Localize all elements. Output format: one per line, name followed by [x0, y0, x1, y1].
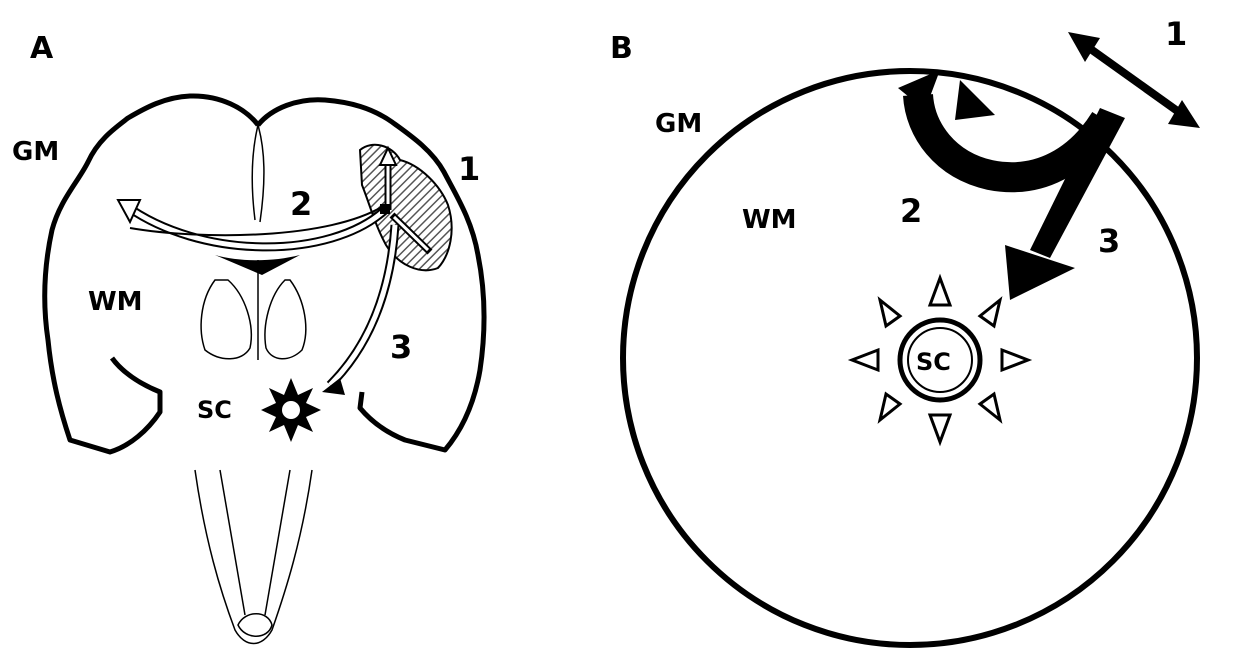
right-basal-ganglia: [265, 280, 306, 359]
panel-a: A: [12, 31, 484, 644]
panel-b-letter: B: [610, 31, 633, 66]
stem-cell-core: [282, 401, 300, 419]
panel-b-route-1-label: 1: [1165, 15, 1187, 53]
panel-a-route-3-label: 3: [390, 328, 412, 366]
panel-b: B GM WM SC 1 2 3: [610, 15, 1200, 645]
route-1-arrowhead-top: [1068, 32, 1100, 62]
panel-b-sc-label: SC: [916, 348, 951, 376]
brainstem-line-right: [265, 470, 290, 615]
left-basal-ganglia: [201, 280, 251, 359]
panel-a-sc-label: SC: [197, 396, 232, 424]
panel-a-wm-label: WM: [88, 287, 143, 317]
lesion-core: [380, 204, 390, 214]
brainstem-outline: [195, 470, 312, 644]
interhemispheric-fissure: [252, 125, 258, 220]
panel-a-route-2-label: 2: [290, 185, 312, 223]
brainstem-line-left: [220, 470, 245, 615]
panel-a-route-1-label: 1: [458, 150, 480, 188]
panel-b-route-3-label: 3: [1098, 222, 1120, 260]
spinal-cord-section: [238, 614, 272, 637]
panel-b-route-2-label: 2: [900, 192, 922, 230]
panel-b-wm-label: WM: [742, 205, 797, 235]
panel-a-gm-label: GM: [12, 137, 59, 167]
interhemispheric-fissure-right: [258, 125, 264, 222]
route-2-curved-arrowhead-right: [955, 80, 995, 120]
panel-b-gm-label: GM: [655, 109, 702, 139]
panel-a-letter: A: [30, 31, 54, 66]
